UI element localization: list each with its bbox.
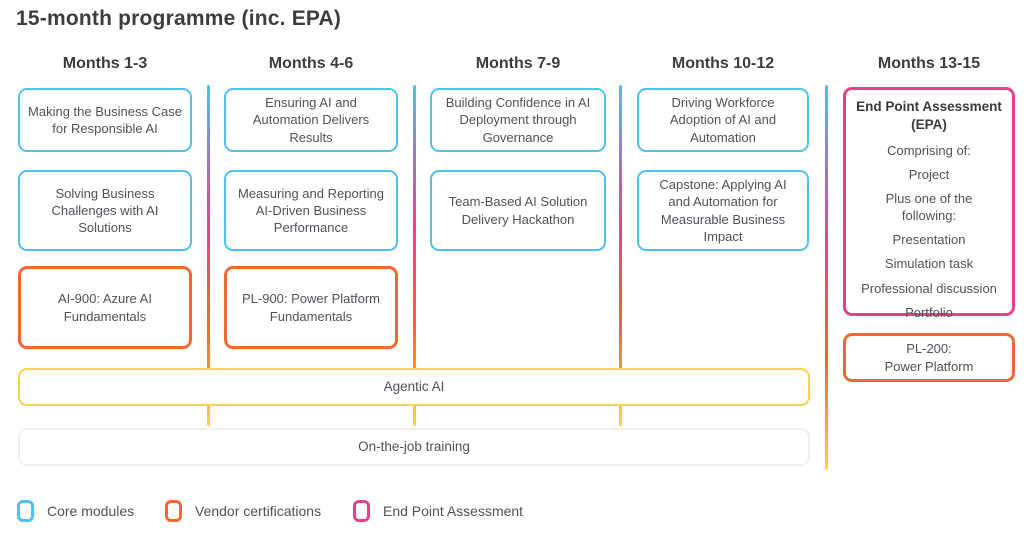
- epa-item-professional-discussion: Professional discussion: [861, 280, 997, 296]
- column-divider-2: [413, 85, 416, 426]
- legend-label-end-point-assessment: End Point Assessment: [383, 503, 524, 519]
- column-header-months-13-15: Months 13-15: [877, 55, 981, 72]
- core-modules-swatch-icon: [17, 500, 34, 522]
- agentic-ai-band: Agentic AI: [18, 368, 810, 406]
- column-header-months-10-12: Months 10-12: [671, 55, 775, 72]
- epa-item-portfolio: Portfolio: [905, 304, 953, 320]
- legend-item-end-point-assessment: End Point Assessment: [353, 500, 523, 522]
- page-title: 15-month programme (inc. EPA): [16, 7, 342, 30]
- column-header-months-1-3: Months 1-3: [62, 55, 148, 72]
- epa-item-presentation: Presentation: [892, 232, 966, 248]
- legend-item-vendor-certifications: Vendor certifications: [165, 500, 321, 522]
- column-header-months-7-9: Months 7-9: [475, 55, 561, 72]
- on-the-job-training-band: On-the-job training: [18, 428, 810, 466]
- legend-label-core-modules: Core modules: [47, 503, 135, 519]
- end-point-assessment-box: End Point Assessment (EPA) Comprising of…: [843, 87, 1015, 320]
- module-box-capstone: Capstone: Applying AI and Automation for…: [637, 170, 809, 251]
- module-box-solving-business-challenges: Solving Business Challenges with AI Solu…: [18, 170, 192, 251]
- epa-item-simulation-task: Simulation task: [884, 256, 974, 272]
- epa-title: End Point Assessment (EPA): [856, 99, 1002, 132]
- epa-item-plus-one: Plus one of the following:: [885, 190, 973, 224]
- module-box-driving-workforce-adoption: Driving Workforce Adoption of AI and Aut…: [637, 88, 809, 152]
- legend-item-core-modules: Core modules: [17, 500, 134, 522]
- module-box-making-business-case: Making the Business Case for Responsible…: [18, 88, 192, 152]
- column-header-months-4-6: Months 4-6: [268, 55, 354, 72]
- column-divider-3: [619, 85, 622, 426]
- column-divider-1: [207, 85, 210, 426]
- certification-box-pl-200: PL-200: Power Platform: [843, 333, 1015, 382]
- certification-box-ai-900: AI-900: Azure AI Fundamentals: [18, 266, 192, 349]
- vendor-certifications-swatch-icon: [165, 500, 182, 522]
- epa-item-comprising: Comprising of:: [887, 142, 971, 158]
- column-divider-4: [825, 85, 828, 470]
- module-box-team-hackathon: Team-Based AI Solution Delivery Hackatho…: [430, 170, 606, 251]
- certification-box-pl-900: PL-900: Power Platform Fundamentals: [224, 266, 398, 349]
- epa-item-project: Project: [908, 166, 950, 182]
- legend-label-vendor-certifications: Vendor certifications: [195, 503, 322, 519]
- module-box-measuring-reporting: Measuring and Reporting AI-Driven Busine…: [224, 170, 398, 251]
- end-point-assessment-swatch-icon: [353, 500, 370, 522]
- module-box-building-confidence: Building Confidence in AI Deployment thr…: [430, 88, 606, 152]
- module-box-ensuring-ai-delivers: Ensuring AI and Automation Delivers Resu…: [224, 88, 398, 152]
